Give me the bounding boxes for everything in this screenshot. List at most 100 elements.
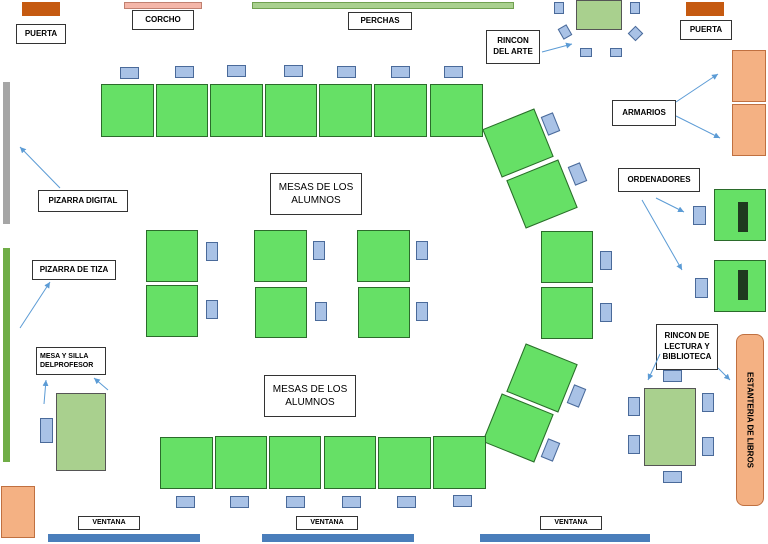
door-right [686,2,724,16]
cabinet [732,50,766,102]
student-chair [416,241,428,260]
reading-chair [663,471,682,483]
door-left [22,2,60,16]
label-ventana-2: VENTANA [296,516,358,530]
arrow-profesor-right [93,377,109,391]
student-desk [101,84,154,137]
student-desk [319,84,372,137]
student-desk [374,84,427,137]
arrow-pizarra-tiza [19,281,51,329]
label-puerta-left: PUERTA [16,24,66,44]
reading-table [644,388,696,466]
teacher-chair [40,418,53,443]
label-ordenadores: ORDENADORES [618,168,700,192]
arrow-profesor-left [42,379,49,405]
art-chair [557,24,573,40]
teacher-table [56,393,106,471]
student-chair [315,302,327,321]
label-ventana-3: VENTANA [540,516,602,530]
digital-board [3,82,10,224]
arrow-ordenadores-bottom [641,199,683,271]
reading-chair [702,393,714,412]
art-chair [610,48,622,57]
window-bar [262,534,414,542]
label-rincon-arte: RINCON DEL ARTE [486,30,540,64]
computer-monitor [738,202,748,232]
student-chair [227,65,246,77]
student-desk [433,436,486,489]
student-chair [206,300,218,319]
student-desk [378,437,431,489]
student-desk [541,231,593,283]
student-desk [255,287,307,338]
label-mesa-profesor: MESA Y SILLA DELPROFESOR [36,347,106,375]
student-chair [230,496,249,508]
label-corcho: CORCHO [132,10,194,30]
student-desk [210,84,263,137]
hangers-bar [252,2,514,9]
reading-chair [628,397,640,416]
chalk-board [3,248,10,462]
art-chair [554,2,564,14]
art-table [576,0,622,30]
art-chair [580,48,592,57]
reading-chair [702,437,714,456]
student-desk [430,84,483,137]
student-chair [444,66,463,78]
student-chair [286,496,305,508]
computer-chair [695,278,708,298]
student-chair [453,495,472,507]
student-chair [600,303,612,322]
reading-chair [663,370,682,382]
student-desk [254,230,307,282]
student-chair [313,241,325,260]
arrow-armarios-bottom [675,115,721,139]
arrow-pizarra-digital [19,146,61,189]
label-estanteria: ESTANTERIA DE LIBROS [745,371,755,468]
window-bar [48,534,200,542]
bookshelf: ESTANTERIA DE LIBROS [736,334,764,506]
label-armarios: ARMARIOS [612,100,676,126]
computer-monitor [738,270,748,300]
label-pizarra-digital: PIZARRA DIGITAL [38,190,128,212]
student-chair [176,496,195,508]
label-rincon-lectura: RINCON DE LECTURA Y BIBLIOTECA [656,324,718,370]
student-chair [397,496,416,508]
student-desk [215,436,267,489]
student-desk [265,84,317,137]
student-desk [146,285,198,337]
cabinet [1,486,35,538]
student-chair [337,66,356,78]
student-chair [567,162,588,186]
student-chair [284,65,303,77]
arrow-rincon-arte [541,42,573,53]
label-ventana-1: VENTANA [78,516,140,530]
student-desk [269,436,321,489]
label-mesas-alumnos-top: MESAS DE LOS ALUMNOS [270,173,362,215]
arrow-lectura-right [717,367,731,381]
student-chair [175,66,194,78]
label-mesas-alumnos-bottom: MESAS DE LOS ALUMNOS [264,375,356,417]
art-chair [630,2,640,14]
student-chair [600,251,612,270]
student-chair [416,302,428,321]
student-desk [357,230,410,282]
student-chair [391,66,410,78]
student-desk [324,436,376,489]
arrow-armarios-top [675,73,719,103]
student-desk [541,287,593,339]
cork-board [124,2,202,9]
student-desk [358,287,410,338]
art-chair [627,25,644,42]
label-perchas: PERCHAS [348,12,412,30]
student-desk [156,84,208,137]
label-puerta-right: PUERTA [680,20,732,40]
student-desk [146,230,198,282]
cabinet [732,104,766,156]
student-chair [120,67,139,79]
student-chair [566,384,587,408]
student-chair [206,242,218,261]
student-chair [540,438,561,462]
student-chair [342,496,361,508]
